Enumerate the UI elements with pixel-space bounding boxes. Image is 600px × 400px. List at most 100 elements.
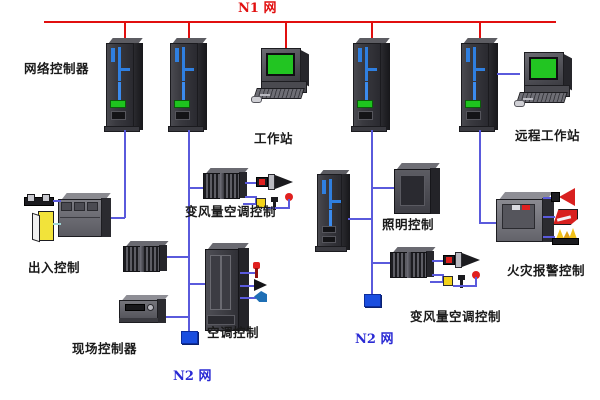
field-module-controller[interactable] — [123, 241, 169, 272]
damper-cone — [462, 253, 480, 267]
box-side — [157, 299, 166, 323]
network-controller-cabinet-2[interactable] — [168, 38, 207, 132]
drive-slot — [358, 111, 373, 120]
cabinet-blue-accent — [365, 68, 377, 71]
door-icon[interactable] — [32, 211, 54, 243]
cabinet-side — [238, 248, 249, 331]
wire-vav-to-damper-left — [245, 182, 259, 184]
cabinet-blue-accent — [118, 47, 121, 81]
network-controller-cabinet-1[interactable] — [104, 38, 143, 132]
network-controller-label: 网络控制器 — [24, 61, 90, 76]
door-panel — [38, 211, 54, 241]
status-led — [175, 101, 189, 107]
vav-controller-right[interactable] — [390, 247, 436, 278]
detector-base — [552, 238, 579, 245]
status-led — [358, 101, 372, 107]
workstation-computer[interactable] — [251, 48, 317, 108]
status-led — [466, 101, 480, 107]
horn-cone — [559, 188, 575, 206]
wire-ac-to-thermometer — [240, 272, 256, 274]
black-sensor-icon[interactable] — [254, 279, 267, 291]
access-control-panel[interactable] — [58, 193, 111, 237]
n2-terminator-right — [364, 294, 381, 307]
cabinet-blue-accent — [329, 200, 341, 203]
drive-slot — [322, 226, 336, 233]
cabinet-base — [104, 126, 140, 132]
fire-alarm-control-label: 火灾报警控制 — [507, 263, 586, 278]
wire-secondary-controller-to-bus — [348, 218, 372, 220]
module-side — [159, 245, 167, 271]
box-slot — [125, 304, 145, 311]
black-probe-right[interactable] — [457, 275, 466, 288]
cabinet-side — [133, 43, 143, 130]
probe-head — [458, 275, 465, 280]
horn-body — [551, 192, 560, 202]
damper-cone — [275, 175, 293, 189]
alarm-horn-icon[interactable] — [551, 188, 575, 206]
damper-actuator-right[interactable] — [443, 252, 481, 268]
access-control-label: 出入控制 — [28, 260, 81, 275]
workstation-label: 工作站 — [254, 131, 294, 146]
field-controller-box[interactable] — [119, 295, 169, 323]
lighting-control-panel[interactable] — [394, 163, 440, 215]
cabinet-blue-accent — [322, 180, 326, 194]
lighting-control-label: 照明控制 — [382, 217, 435, 232]
wire-vav-to-damper-right — [432, 260, 445, 262]
probe-stem — [273, 201, 276, 210]
cabinet-blue-accent — [329, 210, 332, 230]
wire-n2-to-vav-right — [371, 262, 393, 264]
reader-lens-right — [42, 194, 50, 202]
mouse-cord — [260, 94, 270, 96]
n1-network-label: N1 网 — [238, 1, 277, 16]
fire-alarm-panel[interactable] — [496, 192, 554, 242]
vav-controller-left[interactable] — [203, 168, 249, 199]
n1-drop-ctrl2 — [188, 21, 190, 39]
thermometer-bulb — [253, 262, 260, 269]
drive-slot — [466, 111, 481, 120]
panel-module — [61, 202, 72, 211]
wire-panel-to-strobe — [543, 216, 555, 218]
wire-panel-to-flame-detector — [543, 236, 555, 238]
module-side — [426, 251, 434, 277]
actuator-collar — [268, 174, 275, 190]
mouse-icon[interactable] — [251, 96, 262, 103]
module-divider — [407, 252, 411, 278]
yellow-sensor-right[interactable] — [443, 276, 453, 286]
wire-sensor-loop-right-v — [475, 277, 477, 286]
network-controller-cabinet-4[interactable] — [459, 38, 498, 132]
black-probe-left[interactable] — [270, 197, 279, 210]
red-sensor-right[interactable] — [472, 271, 480, 279]
wire-sensor-loop-left — [266, 207, 290, 209]
wire-n2-to-lighting — [371, 187, 396, 189]
flame-detector-icon[interactable] — [552, 228, 579, 245]
n1-drop-workstation — [285, 21, 287, 48]
cabinet-blue-accent — [182, 47, 185, 81]
actuator-collar — [455, 252, 462, 268]
mouse-icon[interactable] — [514, 100, 525, 107]
panel-side — [542, 198, 554, 242]
wire-ac-to-blue-sensor — [240, 297, 256, 299]
field-controller-label: 现场控制器 — [72, 341, 138, 356]
actuator-indicator — [259, 179, 265, 185]
alarm-strobe-icon[interactable] — [553, 209, 578, 225]
n1-drop-ctrl3 — [371, 21, 373, 39]
wire-n2-to-field-controller — [164, 316, 190, 318]
vav-control-label-right: 变风量空调控制 — [410, 309, 502, 324]
card-reader-icon — [24, 194, 54, 208]
thermometer-icon[interactable] — [252, 262, 261, 278]
secondary-controller-cabinet[interactable] — [315, 170, 350, 252]
network-controller-cabinet-3[interactable] — [351, 38, 390, 132]
yellow-sensor-left[interactable] — [256, 198, 266, 208]
red-sensor-left[interactable] — [285, 193, 293, 201]
remote-workstation-computer[interactable] — [514, 52, 580, 112]
damper-actuator-left[interactable] — [256, 174, 294, 190]
n1-bus-line — [44, 21, 556, 23]
monitor-screen — [529, 57, 558, 80]
cabinet-blue-accent — [118, 82, 121, 107]
actuator-indicator — [446, 257, 452, 263]
cabinet-base — [459, 126, 495, 132]
blue-sensor-icon[interactable] — [254, 291, 267, 302]
flame-tongue — [569, 228, 577, 239]
ac-control-cabinet[interactable] — [205, 243, 249, 331]
box-base — [119, 318, 158, 322]
